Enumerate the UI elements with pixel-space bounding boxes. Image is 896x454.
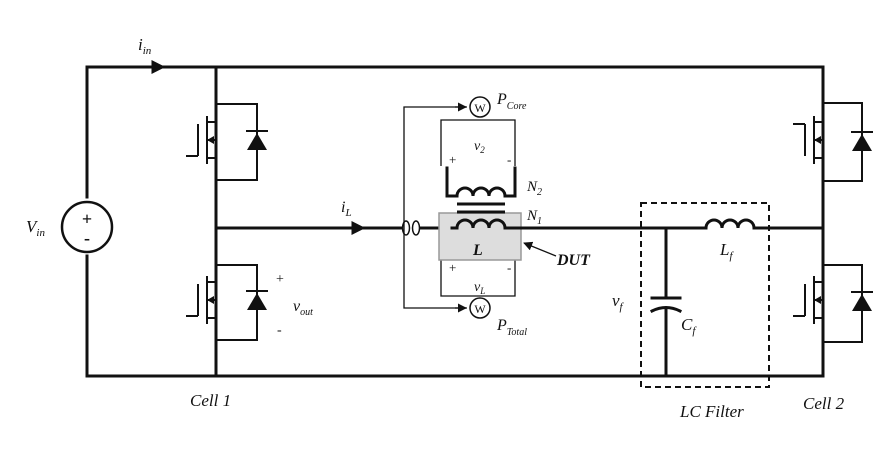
lc-filter-box — [640, 202, 770, 388]
v2-minus: - — [507, 152, 511, 167]
dut-arrow — [523, 241, 557, 257]
lc-filter-label: LC Filter — [679, 402, 744, 421]
bottom-rail — [85, 254, 825, 378]
vf-label: vf — [612, 291, 625, 313]
wattmeter-core-label: W — [474, 101, 486, 115]
iin-label: iin — [138, 35, 152, 57]
output-line — [519, 218, 825, 230]
wattmeter-total-label: W — [474, 302, 486, 316]
dut-label: DUT — [556, 252, 591, 269]
n1-label: N1 — [526, 208, 542, 227]
il-label: iL — [341, 199, 352, 219]
vin-label: Vin — [26, 217, 45, 239]
top-rail — [85, 65, 825, 199]
pcore-label: PCore — [496, 91, 527, 112]
dut-inductor — [438, 210, 523, 261]
cell1-label: Cell 1 — [190, 391, 231, 410]
vout-minus: - — [277, 323, 282, 338]
vin-minus-sign: - — [84, 228, 90, 248]
n2-label: N2 — [526, 179, 542, 198]
vin-plus-sign: + — [82, 209, 92, 229]
capacitor-cf — [649, 226, 683, 378]
cell2-half-bridge — [793, 102, 873, 343]
lf-label: Lf — [719, 240, 734, 262]
vin-source: + - — [60, 200, 114, 254]
cell1-half-bridge — [186, 65, 268, 378]
vout-plus: + — [276, 272, 284, 287]
vout-label: vout — [293, 298, 313, 318]
cell2-label: Cell 2 — [803, 394, 845, 413]
secondary-winding — [445, 166, 517, 206]
current-probe — [401, 220, 421, 236]
v2-plus: + — [449, 152, 456, 167]
vl-plus: + — [449, 260, 456, 275]
wattmeter-core: W — [469, 96, 491, 118]
wattmeter-wiring — [403, 102, 516, 313]
vl-minus: - — [507, 260, 511, 275]
vl-label: vL — [474, 280, 485, 296]
v2-label: v2 — [474, 139, 485, 155]
ptotal-label: PTotal — [496, 317, 527, 338]
cf-label: Cf — [681, 315, 697, 337]
l-label: L — [472, 242, 483, 259]
wattmeter-total: W — [469, 297, 491, 319]
